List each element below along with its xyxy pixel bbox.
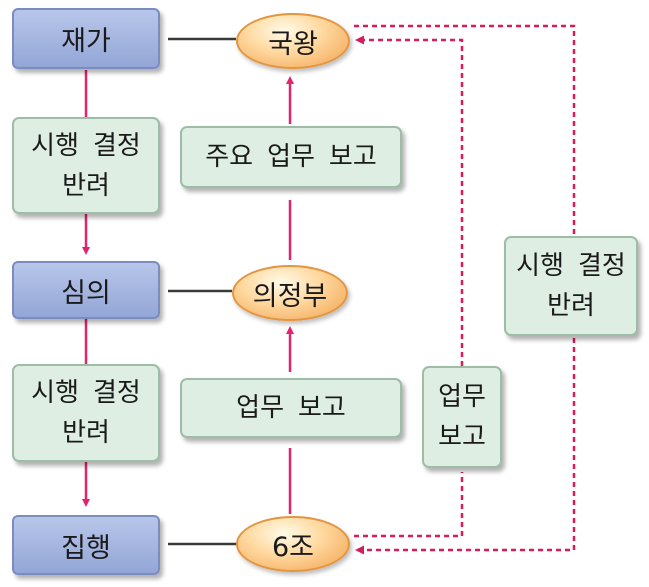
execute-label: 집행 — [61, 532, 111, 564]
review-box: 심의 — [12, 261, 160, 319]
reject-box-2-line2: 반려 — [62, 418, 110, 448]
work-report-line2: 보고 — [438, 422, 486, 452]
king-oval: 국왕 — [236, 13, 350, 69]
king-label: 국왕 — [268, 28, 318, 60]
dashed-ministries-to-work-report — [354, 472, 464, 538]
dashed-king-to-reject — [354, 24, 576, 236]
council-label: 의정부 — [252, 280, 328, 312]
work-report-box: 업무 보고 — [422, 366, 502, 468]
council-oval: 의정부 — [232, 265, 348, 321]
reject-box-right-line2: 반려 — [547, 291, 595, 321]
execute-box: 집행 — [12, 515, 160, 575]
finance-label: 재가 — [61, 26, 111, 57]
dashed-work-report-to-king — [355, 35, 464, 366]
ministries-oval: 6조 — [236, 516, 350, 572]
work-report-line1: 업무 — [438, 382, 486, 412]
dashed-reject-to-ministries — [355, 338, 576, 555]
finance-box: 재가 — [12, 8, 160, 69]
ministries-label: 6조 — [271, 531, 315, 563]
reject-box-1-line2: 반려 — [62, 170, 110, 201]
review-label: 심의 — [61, 277, 111, 309]
